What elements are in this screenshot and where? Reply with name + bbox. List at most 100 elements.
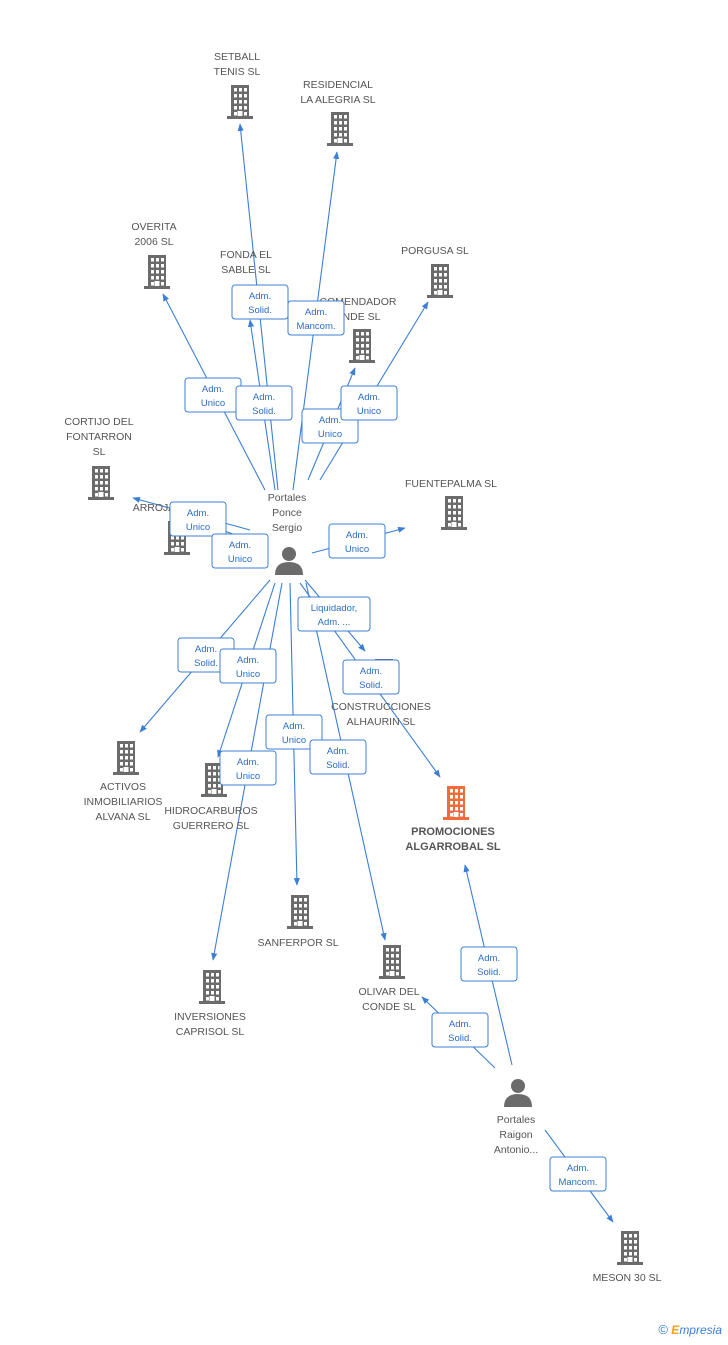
edge-label-text: Liquidador, (311, 603, 357, 614)
edge-label-ponce-arroja[interactable]: Adm.Unico (211, 533, 269, 569)
edge-label-box (235, 385, 293, 421)
edge-label-text: Adm. (346, 530, 368, 541)
node-label: FONDA EL (220, 249, 272, 261)
edge-label-ponce-promociones[interactable]: Adm. Solid. (342, 659, 400, 695)
node-label: GUERRERO SL (173, 820, 250, 832)
edge-label-ponce-inversiones[interactable]: Adm.Unico (219, 750, 277, 786)
node-label: PROMOCIONES (411, 826, 495, 838)
building-icon (427, 264, 453, 298)
edge-label-text: Unico (318, 429, 342, 440)
node-inversiones[interactable]: INVERSIONES CAPRISOL SL (174, 970, 246, 1038)
edge-label-ponce-fonda[interactable]: Adm.Solid. (235, 385, 293, 421)
node-label: TENIS SL (214, 66, 261, 78)
edge-label-text: Adm. (327, 746, 349, 757)
node-label: 2006 SL (134, 236, 173, 248)
building-icon (441, 496, 467, 530)
edge-label-text: Unico (236, 669, 260, 680)
node-label: ALGARROBAL SL (405, 841, 500, 853)
node-label: OLIVAR DEL (358, 986, 419, 998)
edge-label-text: Solid. (326, 760, 350, 771)
edge-label-text: Solid. (359, 680, 383, 691)
person-icon (504, 1079, 532, 1107)
edge-label-raigon-olivar[interactable]: Adm.Solid. (431, 1012, 489, 1048)
node-label: CONSTRUCCIONES (331, 701, 431, 713)
edge-label-text: Adm. (567, 1163, 589, 1174)
building-icon (144, 255, 170, 289)
edge-label-ponce-fuentepalma[interactable]: Adm.Unico (328, 523, 386, 559)
node-label: Ponce (272, 507, 302, 519)
node-promociones[interactable]: PROMOCIONES ALGARROBAL SL (405, 786, 501, 853)
node-fuentepalma[interactable]: FUENTEPALMA SL (405, 478, 497, 530)
building-icon (287, 895, 313, 929)
node-label: SETBALL (214, 51, 260, 63)
building-icon (349, 329, 375, 363)
building-icon (617, 1231, 643, 1265)
edge-label-text: Adm. (202, 384, 224, 395)
empresia-brand[interactable]: © Empresia (658, 1322, 722, 1337)
edge-label-raigon-meson[interactable]: Adm. Mancom. (549, 1156, 607, 1192)
edge-label-text: Adm. (360, 666, 382, 677)
node-raigon[interactable]: PortalesRaigonAntonio... (494, 1079, 538, 1156)
node-label: Sergio (272, 522, 303, 534)
edge-label-ponce-porgusa[interactable]: Adm.Unico (340, 385, 398, 421)
edge-label-text: Adm. (187, 508, 209, 519)
node-label: SL (93, 446, 106, 458)
edge-label-text: Unico (186, 522, 210, 533)
edge-label-box (219, 648, 277, 684)
node-setball[interactable]: SETBALL TENIS SL (214, 51, 261, 119)
edge-label-ponce-overita[interactable]: Adm. Unico (184, 377, 242, 413)
copyright-symbol: © (658, 1322, 668, 1337)
building-icon (327, 112, 353, 146)
edge-label-ponce-construcciones[interactable]: Liquidador, Adm. ... (297, 596, 371, 632)
node-label: LA ALEGRIA SL (300, 94, 375, 106)
edge-label-text: Adm. (358, 392, 380, 403)
edge-label-text: Adm. (305, 307, 327, 318)
edge-label-ponce-olivar[interactable]: Adm. Solid. (309, 739, 367, 775)
node-label: Raigon (499, 1129, 532, 1141)
node-porgusa[interactable]: PORGUSA SL (401, 245, 469, 298)
node-label: FUENTEPALMA SL (405, 478, 497, 490)
edge-label-text: Adm. (283, 721, 305, 732)
edge-label-text: Mancom. (558, 1177, 597, 1188)
node-label: ANDE SL (336, 311, 381, 323)
node-label: OVERITA (131, 221, 176, 233)
building-icon (113, 741, 139, 775)
edge-label-text: Unico (228, 554, 252, 565)
node-label: Antonio... (494, 1144, 538, 1156)
edge-label-text: Adm. (249, 291, 271, 302)
edge-label-box (460, 946, 518, 982)
edge-label-text: Adm. ... (318, 617, 351, 628)
edge-label-ponce-cortijo[interactable]: Adm. Unico (169, 501, 227, 537)
node-sanferpor[interactable]: SANFERPOR SL (257, 895, 339, 949)
edge-labels-layer: Adm.Solid.Adm.Mancom.Adm.UnicoAdm.Solid.… (169, 284, 607, 1192)
node-label: FONTARRON (66, 431, 132, 443)
edge-label-box (340, 385, 398, 421)
building-icon (379, 945, 405, 979)
edge-label-ponce-hidrocarburos[interactable]: Adm.Unico (219, 648, 277, 684)
edge-label-box (342, 659, 400, 695)
edge-label-ponce-sanferpor[interactable]: Adm.Unico (265, 714, 323, 750)
node-label: INVERSIONES (174, 1011, 246, 1023)
node-label: ALVANA SL (95, 811, 150, 823)
edge-label-raigon-promociones[interactable]: Adm.Solid. (460, 946, 518, 982)
edge-label-text: Adm. (195, 644, 217, 655)
building-icon (443, 786, 469, 820)
edge-label-box (287, 300, 345, 336)
edge-label-text: Unico (236, 771, 260, 782)
node-overita[interactable]: OVERITA 2006 SL (131, 221, 177, 289)
edge-label-ponce-residencial[interactable]: Adm.Mancom. (287, 300, 345, 336)
edge-label-text: Solid. (248, 305, 272, 316)
edge-label-box (549, 1156, 607, 1192)
edge-label-text: Unico (201, 398, 225, 409)
node-label: CAPRISOL SL (176, 1026, 245, 1038)
edge-label-text: Adm. (449, 1019, 471, 1030)
node-meson[interactable]: MESON 30 SL (593, 1231, 662, 1284)
edge-label-ponce-setball[interactable]: Adm. Solid. (231, 284, 289, 320)
